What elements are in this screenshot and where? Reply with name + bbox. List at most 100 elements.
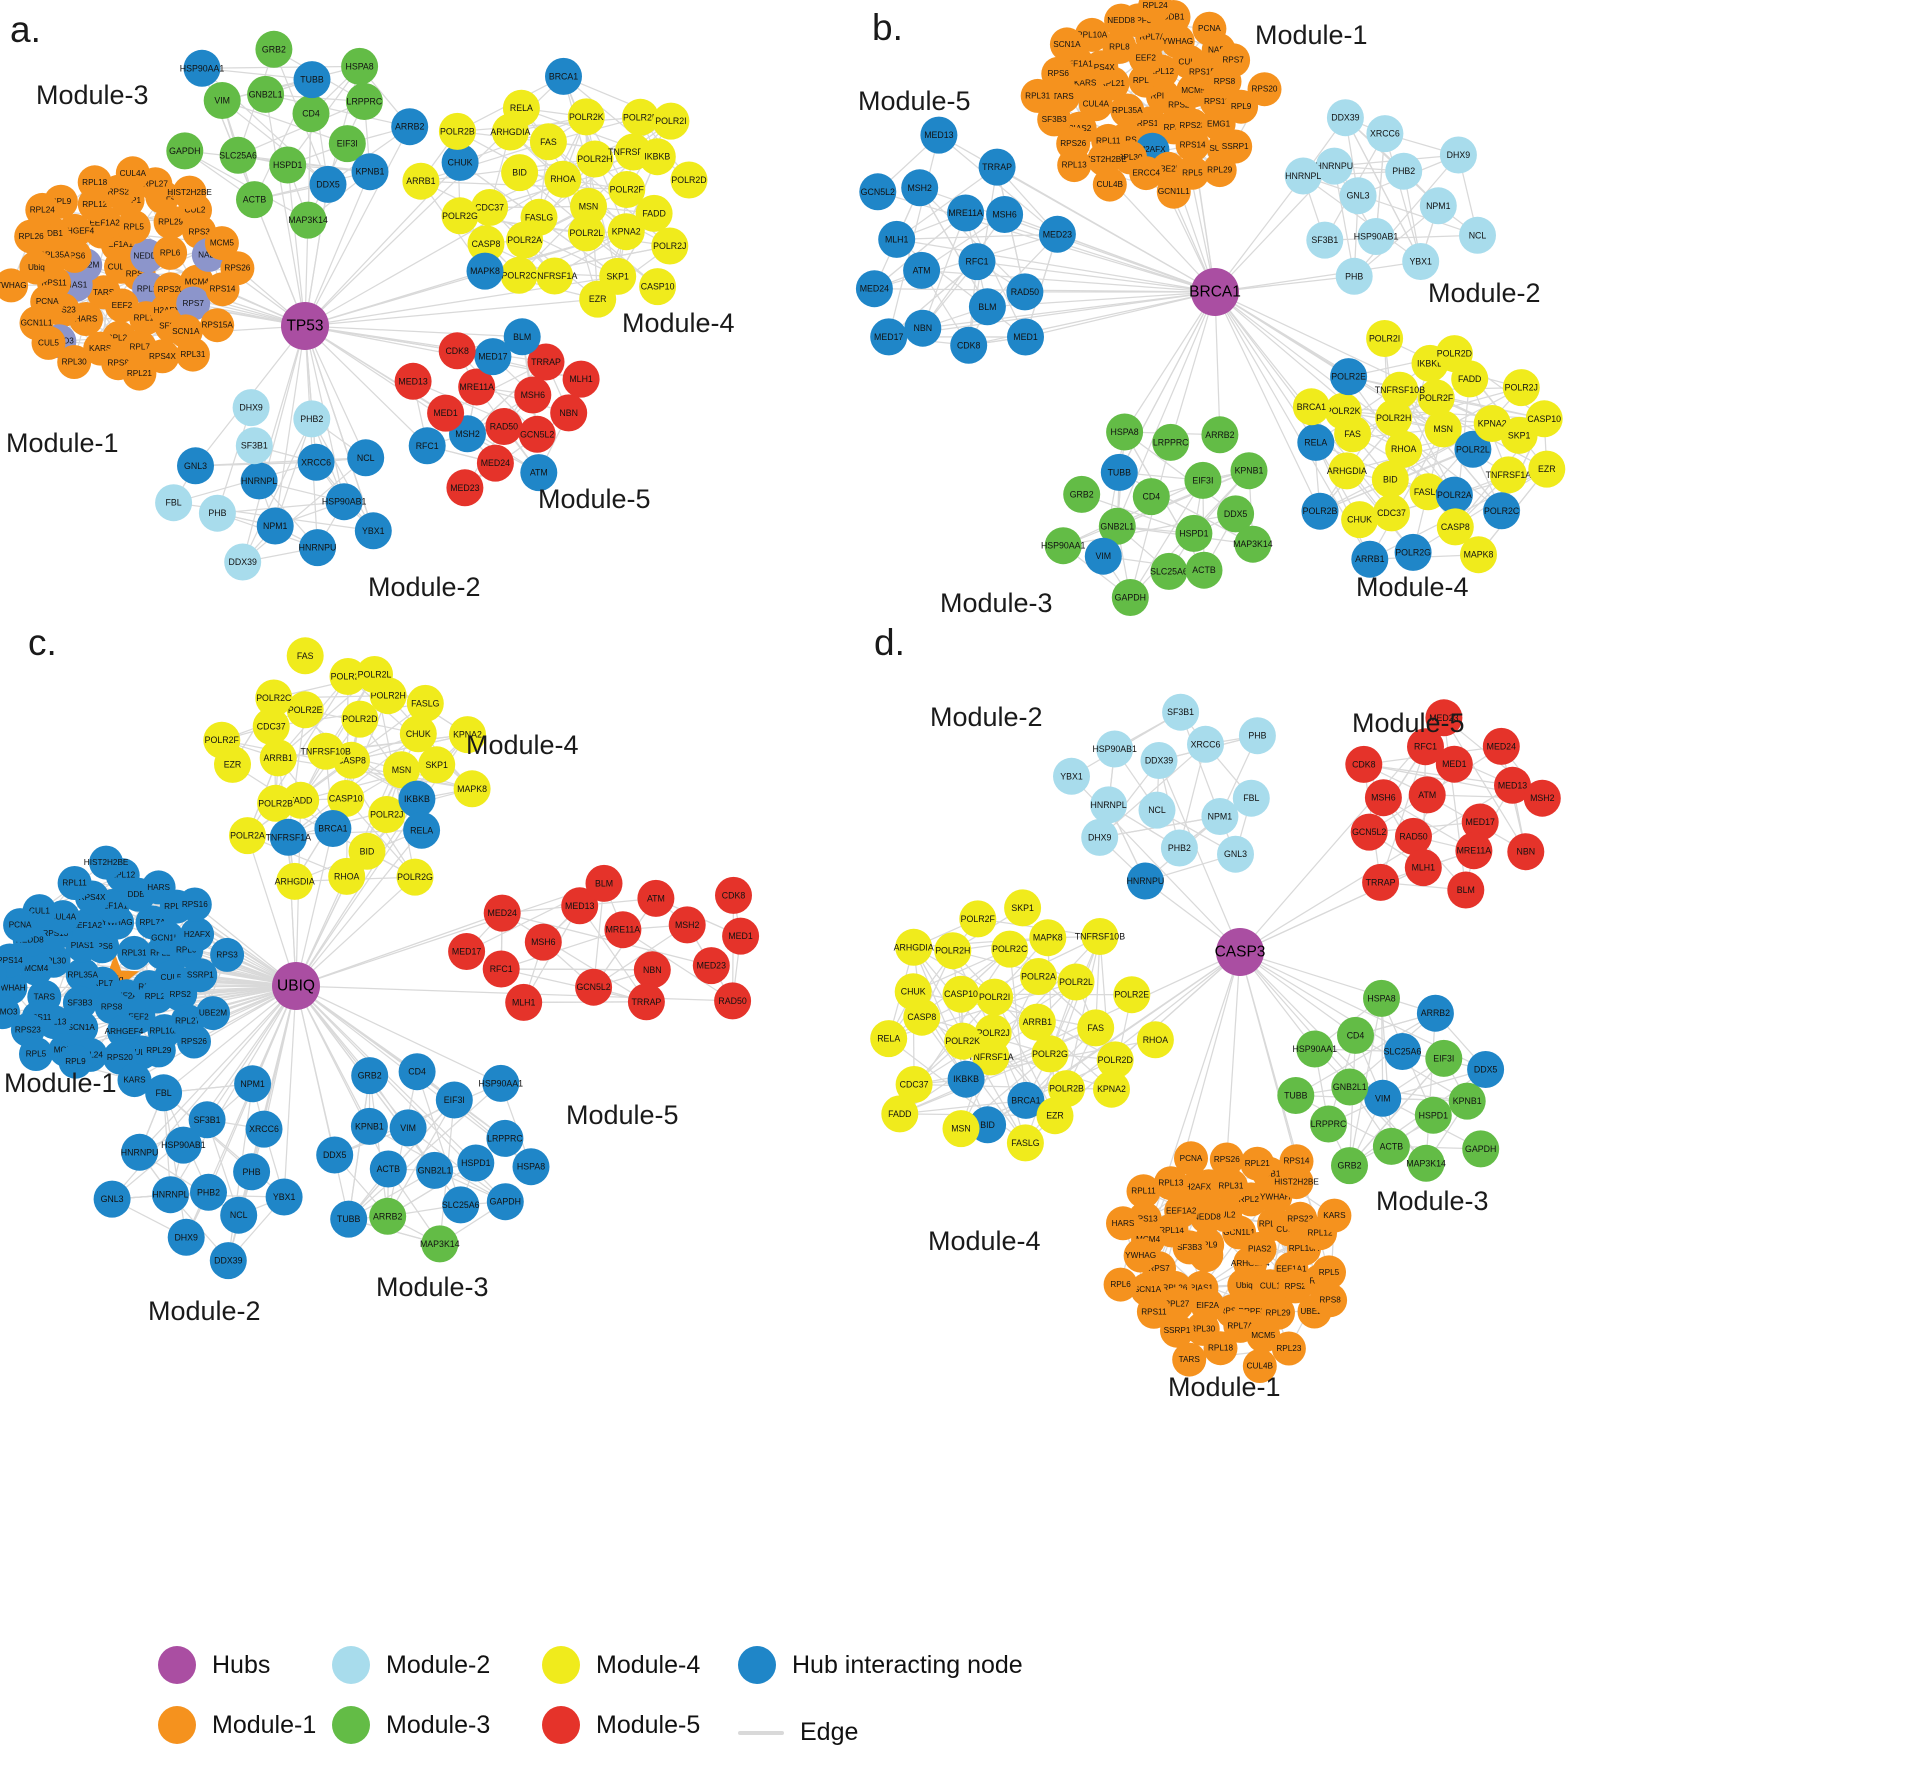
node-label: YWHAG bbox=[1125, 1251, 1156, 1260]
node-label: MAP3K14 bbox=[288, 215, 328, 225]
node bbox=[505, 983, 543, 1021]
node-label: DDB1 bbox=[1163, 13, 1185, 22]
node bbox=[0, 943, 27, 978]
node-label: MED13 bbox=[398, 376, 427, 386]
node-label: RPL9 bbox=[1197, 1240, 1218, 1249]
node-label: DDX5 bbox=[323, 1150, 347, 1160]
node-label: HSPA8 bbox=[1110, 427, 1138, 437]
node bbox=[715, 876, 752, 914]
node-label: MED24 bbox=[481, 458, 510, 468]
node-label: RPS2 bbox=[108, 187, 130, 196]
node-label: SUMO3 bbox=[0, 1008, 18, 1017]
node bbox=[607, 213, 645, 251]
node-label: RPS8 bbox=[1319, 1296, 1341, 1305]
node-label: RPS13 bbox=[1137, 119, 1163, 128]
edge bbox=[201, 65, 360, 69]
node bbox=[501, 154, 539, 192]
node bbox=[190, 1173, 227, 1211]
node-label: SLC25A6 bbox=[1384, 1047, 1422, 1057]
node-label: EEF2 bbox=[1135, 53, 1156, 62]
edge bbox=[896, 166, 998, 240]
edge bbox=[139, 985, 297, 1153]
node bbox=[183, 958, 218, 993]
node-label: POLR2A bbox=[1437, 490, 1472, 500]
node-label: HSP90AA1 bbox=[479, 1078, 524, 1088]
edge bbox=[994, 996, 1056, 1116]
node-label: RPL31 bbox=[122, 948, 147, 957]
node-label: PCNA bbox=[1198, 24, 1221, 33]
node-label: ARHGDIA bbox=[894, 942, 934, 952]
node bbox=[153, 235, 188, 270]
edge bbox=[456, 350, 538, 435]
node-label: MED23 bbox=[697, 961, 726, 971]
node-label: CDK8 bbox=[445, 346, 469, 356]
edge bbox=[1170, 291, 1216, 443]
edge bbox=[304, 126, 411, 327]
node-label: EEF1A1 bbox=[103, 240, 134, 249]
node-label: RPS7 bbox=[183, 299, 205, 308]
node bbox=[1201, 798, 1239, 835]
node-label: CASP10 bbox=[1527, 414, 1561, 424]
node bbox=[448, 933, 486, 970]
node-label: BRCA1 bbox=[1011, 1095, 1040, 1105]
node-label: KPNB1 bbox=[355, 1121, 384, 1131]
edge bbox=[502, 912, 712, 967]
edge bbox=[1363, 763, 1513, 786]
module-label-a-module-1: Module-1 bbox=[6, 428, 119, 458]
module-b-module-3: CD4HSPD1GNB2L1EIF3ISLC25A6TUBBDDX5VIMLRP… bbox=[1041, 413, 1273, 616]
node bbox=[259, 739, 297, 777]
node bbox=[347, 439, 385, 477]
node-label: MRE11A bbox=[459, 382, 494, 392]
module-label-d-module-1: Module-1 bbox=[1168, 1372, 1281, 1402]
node bbox=[1523, 779, 1561, 817]
hub-a: TP53 bbox=[281, 302, 329, 350]
node-label: MED1 bbox=[1442, 759, 1467, 769]
node bbox=[1029, 919, 1067, 957]
node-label: EIF2A bbox=[115, 992, 138, 1001]
node-label: EEF1A2 bbox=[89, 218, 120, 227]
node bbox=[527, 343, 565, 381]
node-label: DDB1 bbox=[41, 229, 63, 238]
node bbox=[1407, 1144, 1445, 1182]
node-label: DHX9 bbox=[174, 1232, 198, 1242]
edge bbox=[304, 325, 367, 459]
node bbox=[1096, 730, 1134, 768]
node-label: RPL31 bbox=[180, 350, 205, 359]
node bbox=[176, 286, 211, 321]
node-label: EZR bbox=[1538, 464, 1556, 474]
module-a-module-4: RHOAMSNFASLGPOLR2HPOLR2LBIDPOLR2FPOLR2AF… bbox=[402, 57, 708, 318]
node-label: RPS2 bbox=[170, 990, 192, 999]
node bbox=[1138, 791, 1176, 829]
node bbox=[1460, 536, 1497, 574]
node bbox=[348, 832, 386, 870]
node bbox=[1425, 699, 1463, 737]
edge bbox=[287, 837, 297, 987]
node-label: LRPPRC bbox=[1153, 437, 1189, 447]
node bbox=[1090, 786, 1128, 824]
node-label: POLR2L bbox=[1456, 444, 1490, 454]
node-label: TNFRSF10B bbox=[608, 147, 658, 157]
node-label: HNRNPU bbox=[1127, 876, 1165, 886]
node bbox=[668, 906, 706, 944]
node bbox=[529, 123, 567, 161]
node-label: MRE11A bbox=[1457, 846, 1492, 856]
node-label: RPL24 bbox=[30, 205, 55, 214]
node bbox=[1313, 1283, 1348, 1318]
node-label: CUL1 bbox=[1260, 1282, 1281, 1291]
node bbox=[325, 483, 363, 521]
node bbox=[389, 1109, 427, 1147]
node bbox=[562, 360, 600, 398]
node-label: CDK8 bbox=[1352, 759, 1376, 769]
node-label: RPS14 bbox=[1180, 141, 1206, 150]
node-label: HSP90AA1 bbox=[180, 63, 225, 73]
node bbox=[621, 98, 659, 136]
edge bbox=[295, 912, 503, 987]
edge bbox=[501, 968, 647, 1003]
edge bbox=[420, 141, 549, 182]
edge bbox=[407, 1127, 506, 1203]
node-label: XRCC6 bbox=[1191, 739, 1221, 749]
node-label: RPL6 bbox=[1164, 123, 1185, 132]
node-label: RPL5 bbox=[123, 222, 144, 231]
node bbox=[458, 368, 496, 406]
node-label: NCL bbox=[1148, 805, 1166, 815]
